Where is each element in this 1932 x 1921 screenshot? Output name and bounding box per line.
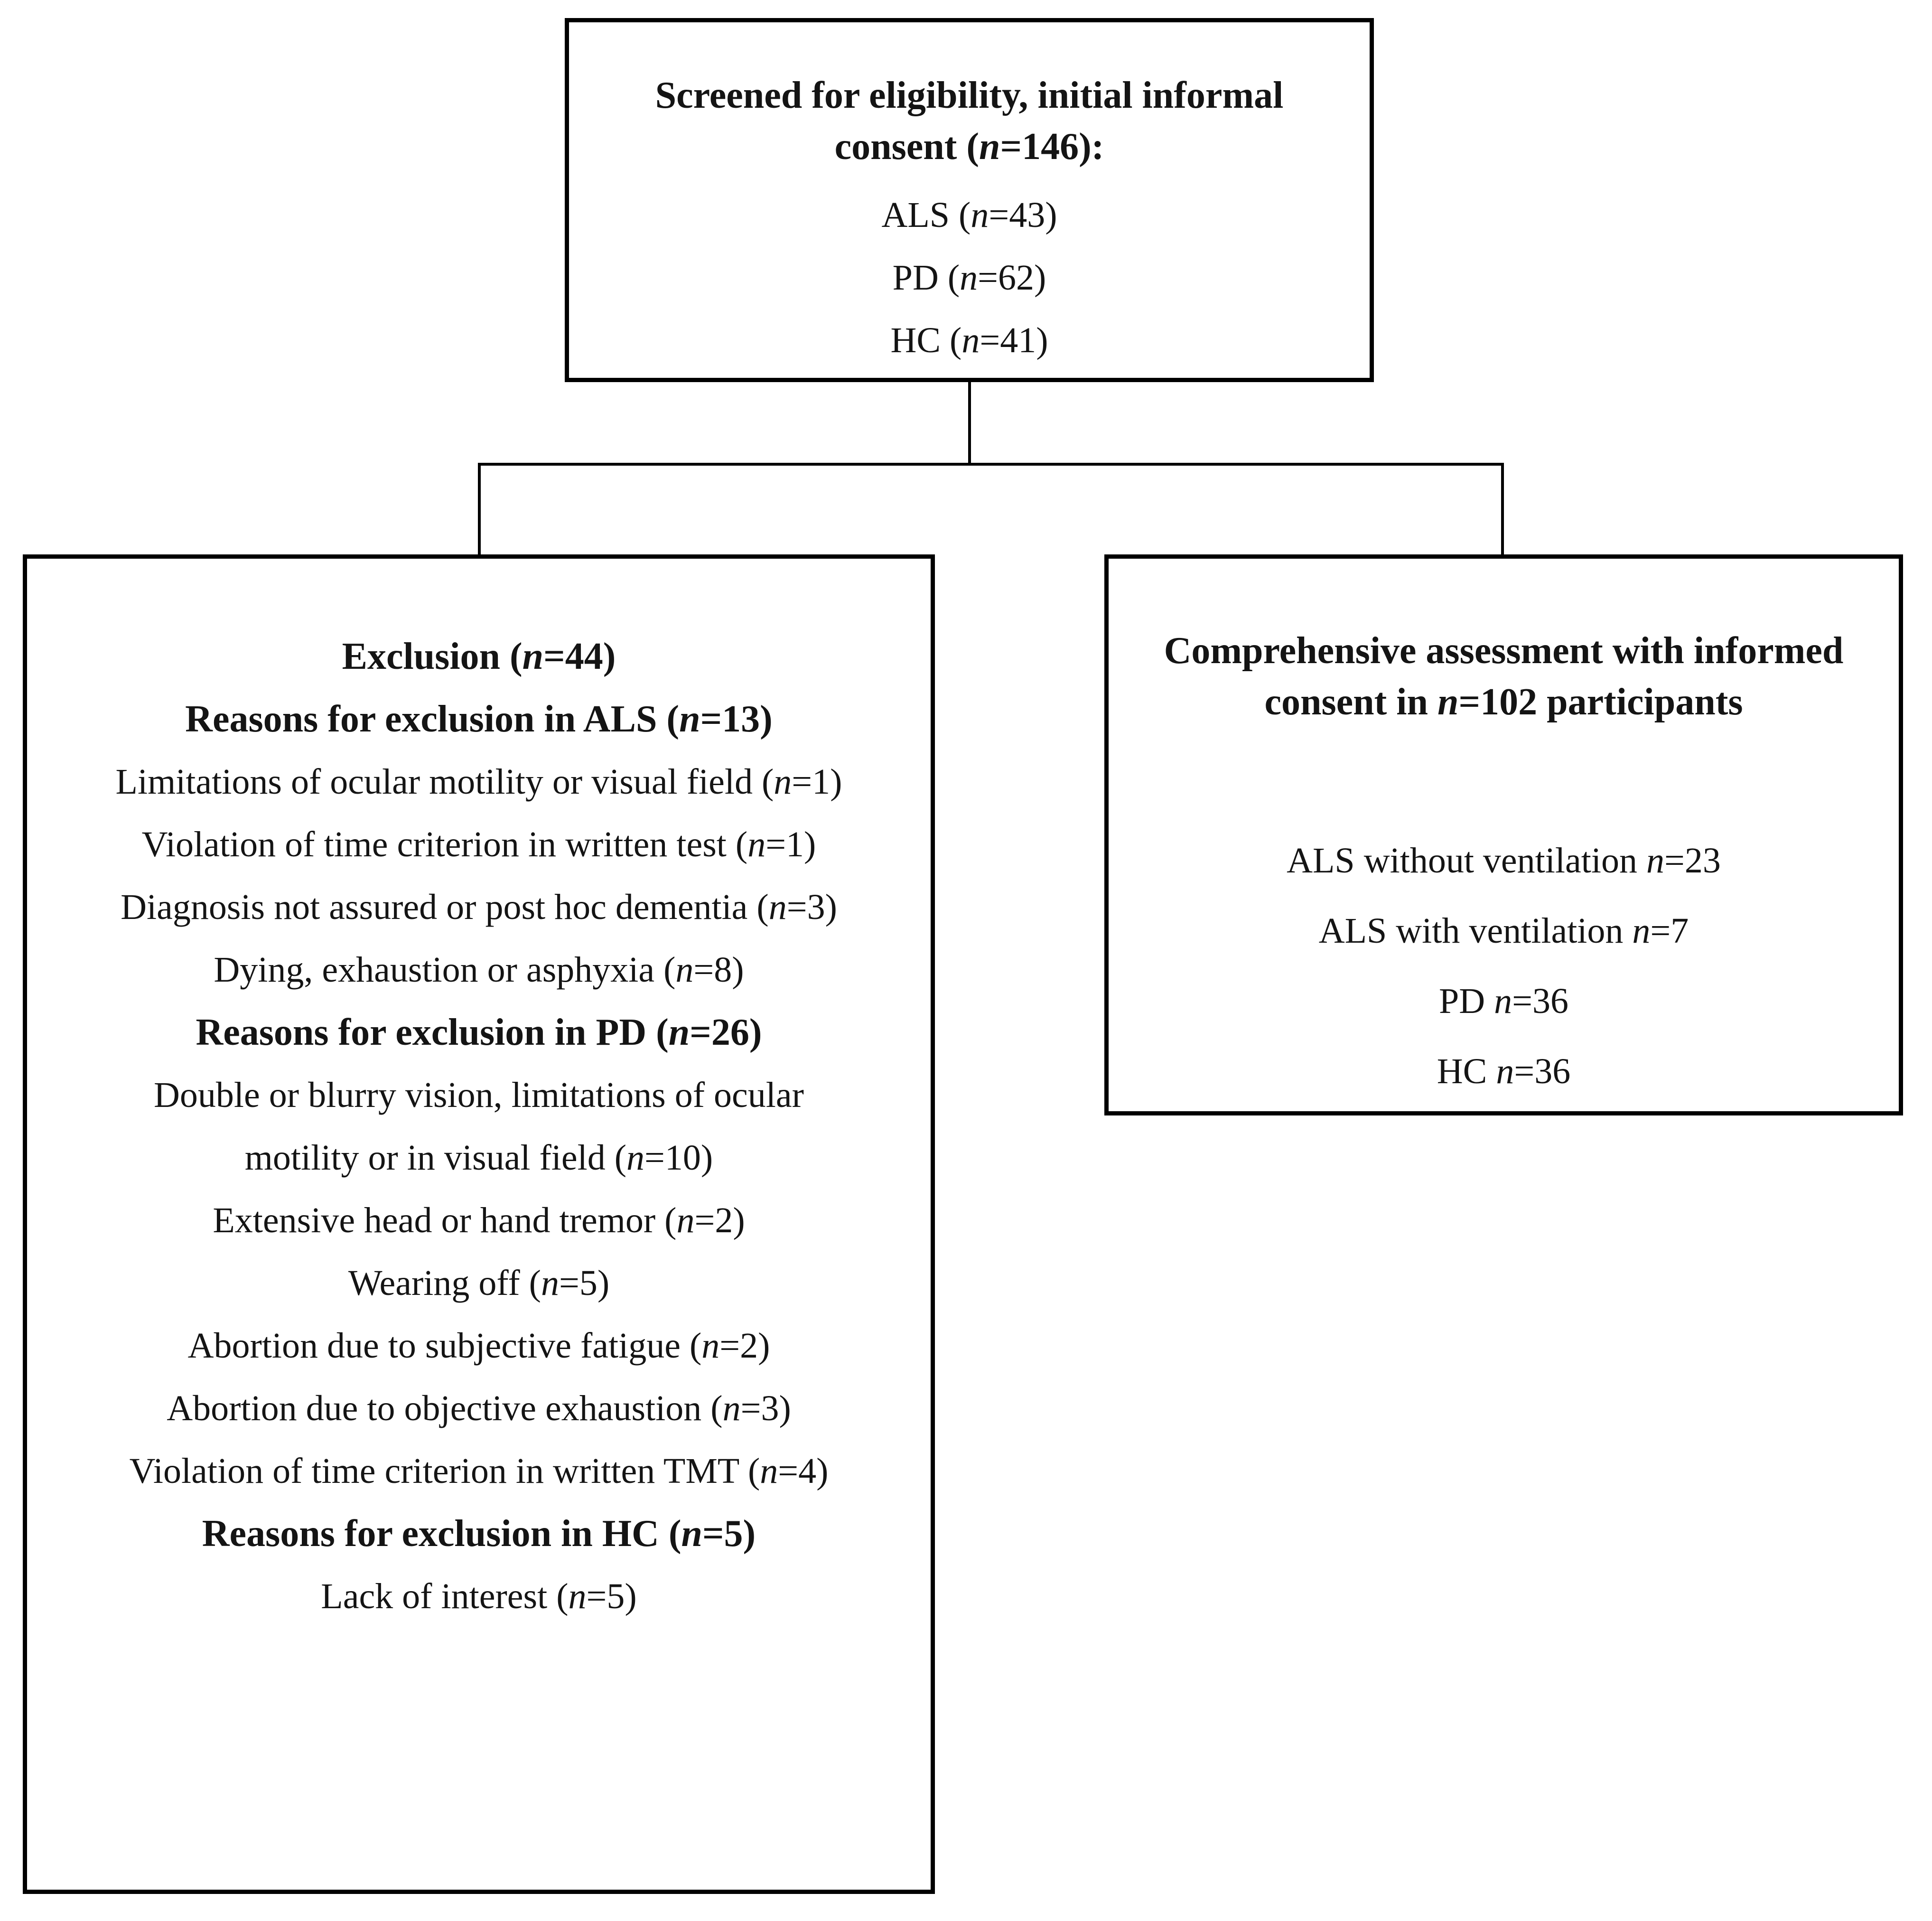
assessment-item-hc: HC n=36: [1437, 1051, 1571, 1091]
exclusion-pd-heading: Reasons for exclusion in PD (n=26): [196, 1012, 762, 1053]
exclusion-als-item: Limitations of ocular motility or visual…: [115, 762, 842, 802]
exclusion-als-item: Dying, exhaustion or asphyxia (n=8): [214, 950, 744, 990]
exclusion-als-item: Violation of time criterion in written t…: [141, 825, 816, 864]
exclusion-pd-item: Abortion due to subjective fatigue (n=2): [187, 1326, 770, 1366]
exclusion-title: Exclusion (n=44): [342, 636, 616, 677]
exclusion-hc-item: Lack of interest (n=5): [321, 1576, 637, 1616]
assessment-item-pd: PD n=36: [1438, 981, 1569, 1021]
connector-horizontal-line: [478, 463, 1504, 466]
connector-left-drop-line: [478, 464, 481, 555]
exclusion-als-heading: Reasons for exclusion in ALS (n=13): [185, 698, 773, 740]
screening-item-als: ALS (n=43): [881, 195, 1057, 235]
exclusion-pd-item: Violation of time criterion in written T…: [129, 1451, 829, 1491]
screening-title: Screened for eligibility, initial inform…: [655, 75, 1284, 168]
connector-right-drop-line: [1501, 464, 1504, 555]
exclusion-section-pd: Reasons for exclusion in PD (n=26) Doubl…: [130, 1001, 829, 1502]
exclusion-als-item: Diagnosis not assured or post hoc dement…: [121, 887, 837, 927]
exclusion-section-hc: Reasons for exclusion in HC (n=5) Lack o…: [202, 1502, 756, 1628]
connector-top-drop-line: [968, 382, 971, 464]
exclusion-pd-item: Wearing off (n=5): [348, 1263, 610, 1303]
exclusion-hc-heading: Reasons for exclusion in HC (n=5): [202, 1513, 756, 1555]
exclusion-pd-item: Double or blurry vision, limitations of …: [154, 1075, 804, 1178]
screening-box: Screened for eligibility, initial inform…: [565, 18, 1374, 382]
screening-item-pd: PD (n=62): [892, 258, 1046, 298]
exclusion-pd-item: Extensive head or hand tremor (n=2): [213, 1200, 745, 1240]
screening-item-hc: HC (n=41): [890, 320, 1048, 360]
assessment-item-als-without-ventilation: ALS without ventilation n=23: [1287, 841, 1721, 881]
assessment-item-als-with-ventilation: ALS with ventilation n=7: [1318, 911, 1689, 951]
exclusion-box: Exclusion (n=44) Reasons for exclusion i…: [23, 554, 935, 1894]
exclusion-pd-item: Abortion due to objective exhaustion (n=…: [167, 1388, 791, 1428]
exclusion-section-als: Reasons for exclusion in ALS (n=13) Limi…: [116, 688, 842, 1001]
